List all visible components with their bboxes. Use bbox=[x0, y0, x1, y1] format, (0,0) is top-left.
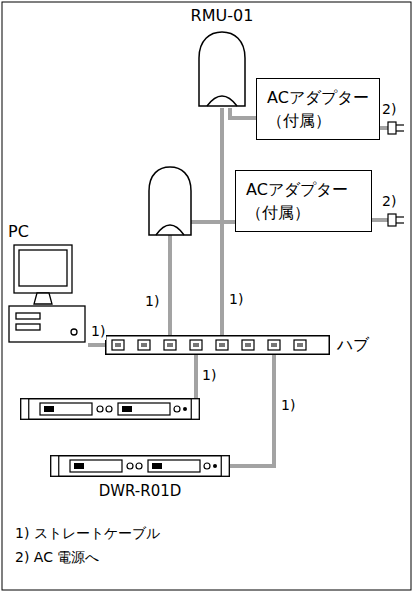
node-label: RMU-01 bbox=[176, 6, 268, 26]
cable bbox=[220, 108, 224, 335]
port-inner bbox=[245, 343, 251, 347]
power-plug bbox=[380, 122, 404, 134]
receiver-rack: DWR-R01D bbox=[50, 455, 230, 501]
antenna-unit bbox=[149, 167, 191, 235]
port bbox=[242, 340, 254, 350]
callout-number: 2) bbox=[381, 100, 397, 118]
antenna-outline bbox=[199, 32, 245, 106]
power-plug bbox=[372, 214, 404, 226]
port-inner bbox=[193, 343, 199, 347]
hub-outline bbox=[106, 336, 330, 355]
drive bbox=[16, 313, 40, 319]
note-text: 2) AC 電源へ bbox=[14, 548, 100, 566]
monitor bbox=[14, 245, 72, 293]
callout-number: 1) bbox=[144, 292, 160, 310]
cable bbox=[191, 220, 235, 224]
antenna-detail bbox=[156, 225, 184, 235]
callout-number: 1) bbox=[90, 322, 106, 340]
callout-number: 1) bbox=[280, 396, 296, 414]
port-inner bbox=[167, 343, 173, 347]
cable bbox=[230, 108, 256, 118]
stand bbox=[34, 293, 52, 304]
receiver-rack bbox=[21, 399, 200, 420]
callout-number: 1) bbox=[201, 366, 217, 384]
cable bbox=[88, 343, 105, 347]
node-label: ハブ bbox=[337, 335, 375, 355]
port bbox=[216, 340, 228, 350]
port-inner bbox=[297, 343, 303, 347]
antenna-outline bbox=[149, 167, 191, 235]
port-inner bbox=[219, 343, 225, 347]
port bbox=[268, 340, 280, 350]
node-label: PC bbox=[8, 222, 88, 242]
callout-number: 1) bbox=[228, 290, 244, 308]
network-hub: ハブ bbox=[105, 335, 375, 355]
cable bbox=[230, 355, 274, 466]
cable bbox=[194, 355, 198, 398]
cable bbox=[168, 235, 172, 335]
rack-unit bbox=[50, 455, 230, 477]
node-label: ACアダプター（付属） bbox=[267, 86, 369, 132]
dome-outline bbox=[196, 30, 248, 108]
callout-number: 2) bbox=[381, 192, 397, 210]
note-text: 1) ストレートケーブル bbox=[14, 524, 161, 542]
case bbox=[9, 306, 85, 342]
rack-drawing bbox=[51, 456, 230, 477]
adapter-box: ACアダプター（付属） bbox=[235, 170, 372, 232]
port-inner bbox=[141, 343, 147, 347]
node-label: DWR-R01D bbox=[50, 455, 230, 501]
node-label: ACアダプター（付属） bbox=[246, 178, 361, 224]
hub-body bbox=[105, 335, 330, 355]
port bbox=[138, 340, 150, 350]
screen bbox=[19, 250, 67, 286]
computer-icon bbox=[8, 244, 88, 344]
adapter-box: ACアダプター（付属） bbox=[256, 78, 380, 140]
port bbox=[190, 340, 202, 350]
port bbox=[164, 340, 176, 350]
port-inner bbox=[115, 343, 121, 347]
port-inner bbox=[271, 343, 277, 347]
antenna-detail bbox=[207, 96, 237, 106]
button bbox=[71, 329, 77, 335]
computer: PC bbox=[8, 222, 88, 344]
receiver-unit: RMU-01 bbox=[196, 6, 248, 108]
drive bbox=[16, 324, 40, 330]
port bbox=[112, 340, 124, 350]
port bbox=[294, 340, 306, 350]
